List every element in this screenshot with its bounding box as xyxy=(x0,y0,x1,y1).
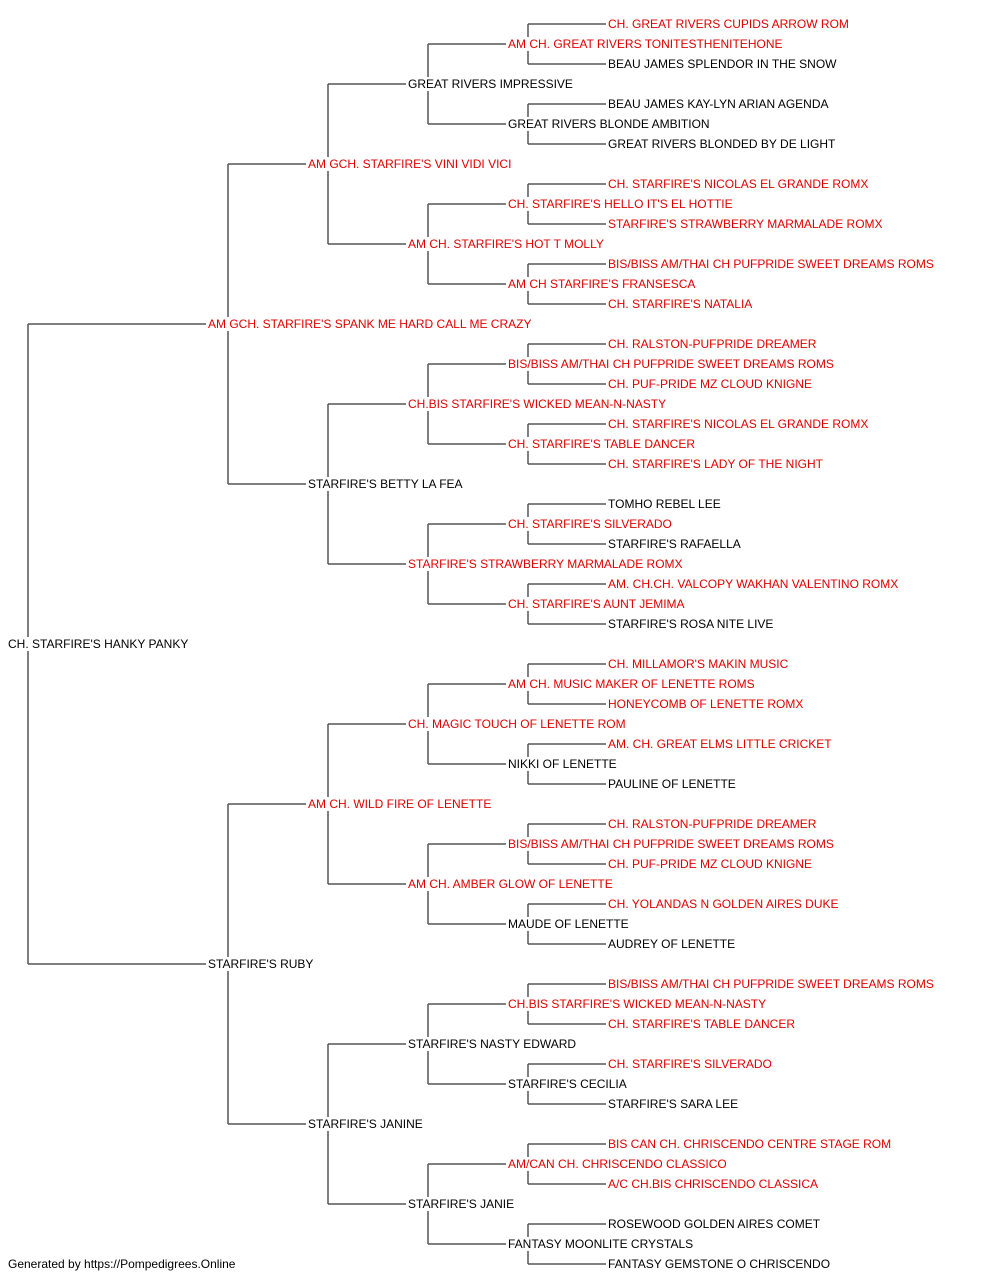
gen4-ancestor-name: AM/CAN CH. CHRISCENDO CLASSICO xyxy=(508,1157,729,1171)
gen5-ancestor-name: STARFIRE'S SARA LEE xyxy=(608,1097,741,1111)
generated-by-footer: Generated by https://Pompedigrees.Online xyxy=(8,1257,236,1271)
subject-name: CH. STARFIRE'S HANKY PANKY xyxy=(8,637,191,651)
gen4-ancestor-name: STARFIRE'S CECILIA xyxy=(508,1077,629,1091)
gen5-ancestor-name: BIS/BISS AM/THAI CH PUFPRIDE SWEET DREAM… xyxy=(608,257,936,271)
gen5-ancestor-name: STARFIRE'S STRAWBERRY MARMALADE ROMX xyxy=(608,217,885,231)
gen5-ancestor-name: CH. STARFIRE'S SILVERADO xyxy=(608,1057,774,1071)
gen4-ancestor-name: BIS/BISS AM/THAI CH PUFPRIDE SWEET DREAM… xyxy=(508,357,836,371)
gen5-ancestor-name: CH. STARFIRE'S NATALIA xyxy=(608,297,755,311)
gen5-ancestor-name: CH. STARFIRE'S LADY OF THE NIGHT xyxy=(608,457,825,471)
gen5-ancestor-name: CH. GREAT RIVERS CUPIDS ARROW ROM xyxy=(608,17,851,31)
gen5-ancestor-name: STARFIRE'S ROSA NITE LIVE xyxy=(608,617,776,631)
great-grandparent-name: AM CH. STARFIRE'S HOT T MOLLY xyxy=(408,237,606,251)
great-grandparent-name: AM CH. AMBER GLOW OF LENETTE xyxy=(408,877,615,891)
gen5-ancestor-name: CH. RALSTON-PUFPRIDE DREAMER xyxy=(608,817,819,831)
gen5-ancestor-name: BEAU JAMES SPLENDOR IN THE SNOW xyxy=(608,57,839,71)
gen5-ancestor-name: CH. RALSTON-PUFPRIDE DREAMER xyxy=(608,337,819,351)
grandparent-name: AM CH. WILD FIRE OF LENETTE xyxy=(308,797,494,811)
gen5-ancestor-name: CH. YOLANDAS N GOLDEN AIRES DUKE xyxy=(608,897,841,911)
gen5-ancestor-name: CH. PUF-PRIDE MZ CLOUD KNIGNE xyxy=(608,857,815,871)
gen5-ancestor-name: CH. STARFIRE'S NICOLAS EL GRANDE ROMX xyxy=(608,417,871,431)
great-grandparent-name: STARFIRE'S NASTY EDWARD xyxy=(408,1037,579,1051)
grandparent-name: AM GCH. STARFIRE'S VINI VIDI VICI xyxy=(308,157,514,171)
gen4-ancestor-name: GREAT RIVERS BLONDE AMBITION xyxy=(508,117,712,131)
great-grandparent-name: CH. MAGIC TOUCH OF LENETTE ROM xyxy=(408,717,628,731)
gen5-ancestor-name: STARFIRE'S RAFAELLA xyxy=(608,537,743,551)
gen5-ancestor-name: CH. STARFIRE'S TABLE DANCER xyxy=(608,1017,797,1031)
gen5-ancestor-name: CH. STARFIRE'S NICOLAS EL GRANDE ROMX xyxy=(608,177,871,191)
gen4-ancestor-name: BIS/BISS AM/THAI CH PUFPRIDE SWEET DREAM… xyxy=(508,837,836,851)
parent-name: STARFIRE'S RUBY xyxy=(208,957,316,971)
gen4-ancestor-name: CH. STARFIRE'S TABLE DANCER xyxy=(508,437,697,451)
gen4-ancestor-name: AM CH. MUSIC MAKER OF LENETTE ROMS xyxy=(508,677,757,691)
gen5-ancestor-name: AM. CH. GREAT ELMS LITTLE CRICKET xyxy=(608,737,834,751)
gen5-ancestor-name: AM. CH.CH. VALCOPY WAKHAN VALENTINO ROMX xyxy=(608,577,901,591)
gen5-ancestor-name: AUDREY OF LENETTE xyxy=(608,937,738,951)
gen4-ancestor-name: MAUDE OF LENETTE xyxy=(508,917,631,931)
gen4-ancestor-name: CH. STARFIRE'S HELLO IT'S EL HOTTIE xyxy=(508,197,735,211)
grandparent-name: STARFIRE'S BETTY LA FEA xyxy=(308,477,465,491)
gen5-ancestor-name: CH. PUF-PRIDE MZ CLOUD KNIGNE xyxy=(608,377,815,391)
gen5-ancestor-name: TOMHO REBEL LEE xyxy=(608,497,723,511)
gen4-ancestor-name: NIKKI OF LENETTE xyxy=(508,757,619,771)
great-grandparent-name: STARFIRE'S STRAWBERRY MARMALADE ROMX xyxy=(408,557,685,571)
gen4-ancestor-name: AM CH STARFIRE'S FRANSESCA xyxy=(508,277,698,291)
gen4-ancestor-name: FANTASY MOONLITE CRYSTALS xyxy=(508,1237,696,1251)
gen5-ancestor-name: GREAT RIVERS BLONDED BY DE LIGHT xyxy=(608,137,838,151)
great-grandparent-name: CH.BIS STARFIRE'S WICKED MEAN-N-NASTY xyxy=(408,397,669,411)
gen5-ancestor-name: ROSEWOOD GOLDEN AIRES COMET xyxy=(608,1217,823,1231)
great-grandparent-name: STARFIRE'S JANIE xyxy=(408,1197,517,1211)
gen5-ancestor-name: BIS/BISS AM/THAI CH PUFPRIDE SWEET DREAM… xyxy=(608,977,936,991)
gen5-ancestor-name: PAULINE OF LENETTE xyxy=(608,777,738,791)
gen4-ancestor-name: CH. STARFIRE'S SILVERADO xyxy=(508,517,674,531)
gen5-ancestor-name: A/C CH.BIS CHRISCENDO CLASSICA xyxy=(608,1177,821,1191)
gen5-ancestor-name: FANTASY GEMSTONE O CHRISCENDO xyxy=(608,1257,833,1271)
gen5-ancestor-name: BEAU JAMES KAY-LYN ARIAN AGENDA xyxy=(608,97,831,111)
gen5-ancestor-name: HONEYCOMB OF LENETTE ROMX xyxy=(608,697,806,711)
parent-name: AM GCH. STARFIRE'S SPANK ME HARD CALL ME… xyxy=(208,317,534,331)
gen4-ancestor-name: CH.BIS STARFIRE'S WICKED MEAN-N-NASTY xyxy=(508,997,769,1011)
grandparent-name: STARFIRE'S JANINE xyxy=(308,1117,425,1131)
great-grandparent-name: GREAT RIVERS IMPRESSIVE xyxy=(408,77,575,91)
gen4-ancestor-name: CH. STARFIRE'S AUNT JEMIMA xyxy=(508,597,687,611)
gen4-ancestor-name: AM CH. GREAT RIVERS TONITESTHENITEHONE xyxy=(508,37,785,51)
gen5-ancestor-name: CH. MILLAMOR'S MAKIN MUSIC xyxy=(608,657,791,671)
gen5-ancestor-name: BIS CAN CH. CHRISCENDO CENTRE STAGE ROM xyxy=(608,1137,894,1151)
